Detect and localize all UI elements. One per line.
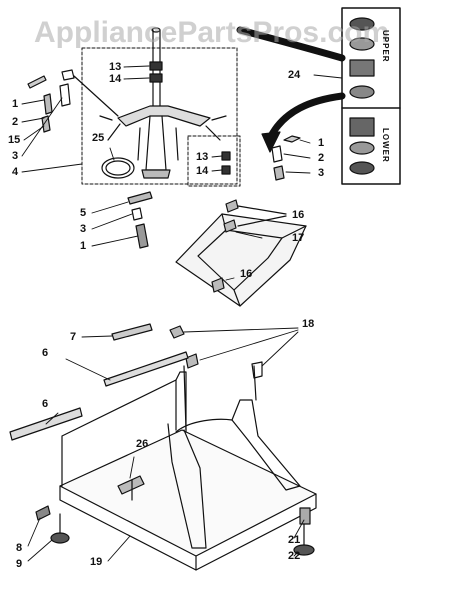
seal-arrow-upper: [236, 26, 346, 62]
callout-3: 3: [12, 150, 19, 162]
leader-lines: [21, 65, 343, 562]
callout-5: 5: [80, 207, 87, 219]
leveling-feet: [35, 505, 315, 556]
callout-7: 7: [70, 331, 77, 343]
callout-1: 1: [12, 98, 19, 110]
callout-13-right: 13: [196, 151, 209, 163]
callout-9: 9: [16, 558, 23, 570]
callout-15: 15: [8, 134, 21, 146]
mounting-bracket: [175, 199, 307, 307]
callout-13: 13: [109, 61, 122, 73]
callout-2-right: 2: [318, 152, 325, 164]
callout-2: 2: [12, 116, 19, 128]
base-frame: [59, 365, 317, 571]
left-hardware: [27, 69, 119, 133]
callout-16: 16: [292, 209, 305, 221]
callout-14-right: 14: [196, 165, 209, 177]
clips: [169, 325, 263, 379]
callout-14: 14: [109, 73, 122, 85]
seal-kit: [341, 7, 401, 185]
callout-21: 21: [288, 534, 301, 546]
callout-6-lower: 6: [42, 398, 49, 410]
seal-arrowhead: [261, 131, 281, 153]
callout-1-lower: 1: [80, 240, 87, 252]
callout-17: 17: [292, 232, 305, 244]
callout-18: 18: [302, 318, 315, 330]
right-hardware: [221, 135, 301, 181]
watermark: AppliancePartsPros.com: [34, 16, 390, 49]
callout-24: 24: [288, 69, 301, 81]
callout-25: 25: [92, 132, 105, 144]
callout-16-lower: 16: [240, 268, 253, 280]
seal-kit-upper-label: UPPER: [381, 30, 390, 63]
transmission-assembly: [99, 27, 227, 179]
callout-22: 22: [288, 550, 301, 562]
seal-ring: [101, 157, 135, 179]
callout-3-lower: 3: [80, 223, 87, 235]
callout-3-right: 3: [318, 167, 325, 179]
seal-arrow-lower: [266, 92, 346, 142]
drive-lower-hardware: [127, 191, 153, 249]
rails: [9, 323, 189, 441]
callout-26: 26: [136, 438, 149, 450]
callout-4: 4: [12, 166, 19, 178]
callout-1-right: 1: [318, 137, 325, 149]
callout-19: 19: [90, 556, 103, 568]
callout-8: 8: [16, 542, 23, 554]
seal-kit-lower-label: LOWER: [381, 128, 390, 163]
callout-6: 6: [42, 347, 49, 359]
